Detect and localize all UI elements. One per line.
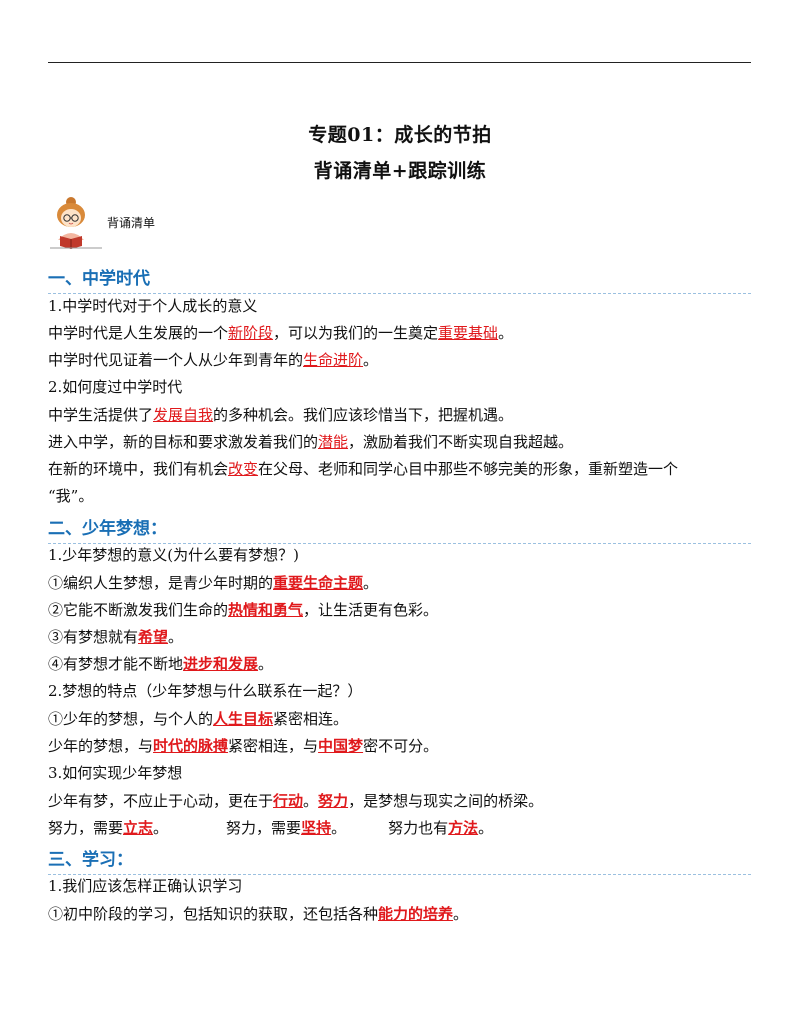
text-line: 中学时代是人生发展的一个新阶段，可以为我们的一生奠定重要基础。 <box>48 323 513 343</box>
key-term: 生命进阶 <box>303 351 364 369</box>
text-line: 少年的梦想，与时代的脉搏紧密相连，与中国梦密不可分。 <box>48 736 438 756</box>
key-term: 努力 <box>318 792 349 810</box>
top-rule <box>48 62 751 63</box>
text-line: ①编织人生梦想，是青少年时期的重要生命主题。 <box>48 573 378 593</box>
text-span: 。 <box>303 792 319 810</box>
text-line: 2.梦想的特点（少年梦想与什么联系在一起？） <box>48 681 362 701</box>
text-span: “我”。 <box>48 487 94 505</box>
key-term: 能力的培养 <box>378 905 454 923</box>
text-line: 1.中学时代对于个人成长的意义 <box>48 296 257 316</box>
text-span: 3.如何实现少年梦想 <box>48 764 183 782</box>
text-line: 3.如何实现少年梦想 <box>48 763 182 783</box>
text-line: “我”。 <box>48 486 93 506</box>
key-term: 坚持 <box>301 819 332 837</box>
text-span: 。 <box>498 324 514 342</box>
text-line: 进入中学，新的目标和要求激发着我们的潜能，激励着我们不断实现自我超越。 <box>48 432 573 452</box>
key-term: 中国梦 <box>318 737 364 755</box>
text-span: 在父母、老师和同学心目中那些不够完美的形象，重新塑造一个 <box>258 460 679 478</box>
text-line: 1.我们应该怎样正确认识学习 <box>48 876 242 896</box>
recitation-list-label: 背诵清单 <box>107 216 156 230</box>
section-heading-learning: 三、学习： <box>48 845 751 875</box>
text-span: 。 <box>168 628 184 646</box>
text-line: 1.少年梦想的意义(为什么要有梦想？) <box>48 545 299 565</box>
text-line: ②它能不断激发我们生命的热情和勇气，让生活更有色彩。 <box>48 600 438 620</box>
text-span: ①编织人生梦想，是青少年时期的 <box>48 574 274 592</box>
key-term: 重要生命主题 <box>273 574 364 592</box>
section-heading-youth-dreams: 二、少年梦想： <box>48 514 751 544</box>
text-span: ，是梦想与现实之间的桥梁。 <box>348 792 544 810</box>
text-span: 少年的梦想，与 <box>48 737 154 755</box>
text-line: 少年有梦，不应止于心动，更在于行动。努力，是梦想与现实之间的桥梁。 <box>48 791 543 811</box>
text-span: 1.少年梦想的意义(为什么要有梦想？) <box>48 546 300 564</box>
key-term: 发展自我 <box>153 406 214 424</box>
text-span: 1.中学时代对于个人成长的意义 <box>48 297 258 315</box>
text-span: ①少年的梦想，与个人的 <box>48 710 214 728</box>
text-span: 。 <box>331 819 347 837</box>
text-span: 紧密相连，与 <box>228 737 319 755</box>
key-term: 立志 <box>123 819 154 837</box>
text-span: 1.我们应该怎样正确认识学习 <box>48 877 243 895</box>
text-span: 。 <box>363 574 379 592</box>
key-term: 潜能 <box>318 433 349 451</box>
text-line: ③有梦想就有希望。 <box>48 627 183 647</box>
key-term: 进步和发展 <box>183 655 259 673</box>
text-span: ，可以为我们的一生奠定 <box>273 324 439 342</box>
key-term: 改变 <box>228 460 259 478</box>
text-span: 中学时代见证着一个人从少年到青年的 <box>48 351 304 369</box>
text-span: 紧密相连。 <box>273 710 349 728</box>
page-title: 专题01：成长的节拍 <box>308 124 492 146</box>
text-span: ④有梦想才能不断地 <box>48 655 184 673</box>
text-span: 2.如何度过中学时代 <box>48 378 183 396</box>
key-term: 重要基础 <box>438 324 499 342</box>
text-span: ，激励着我们不断实现自我超越。 <box>348 433 574 451</box>
key-term: 方法 <box>448 819 479 837</box>
text-span: 进入中学，新的目标和要求激发着我们的 <box>48 433 319 451</box>
text-line: ①初中阶段的学习，包括知识的获取，还包括各种能力的培养。 <box>48 904 468 924</box>
page-subtitle: 背诵清单+跟踪训练 <box>313 160 487 182</box>
key-term: 行动 <box>273 792 304 810</box>
text-span: 。 <box>363 351 379 369</box>
key-term: 热情和勇气 <box>228 601 304 619</box>
text-span: 的多种机会。我们应该珍惜当下，把握机遇。 <box>213 406 514 424</box>
text-line: ①少年的梦想，与个人的人生目标紧密相连。 <box>48 709 348 729</box>
text-span: 努力，需要 <box>226 819 302 837</box>
girl-reading-icon <box>48 196 104 250</box>
text-span: 2.梦想的特点（少年梦想与什么联系在一起？） <box>48 682 363 700</box>
text-span: 。 <box>478 819 494 837</box>
key-term: 新阶段 <box>228 324 274 342</box>
text-line: 中学生活提供了发展自我的多种机会。我们应该珍惜当下，把握机遇。 <box>48 405 513 425</box>
key-term: 希望 <box>138 628 169 646</box>
text-span: ②它能不断激发我们生命的 <box>48 601 229 619</box>
text-span: 。 <box>453 905 469 923</box>
text-span: 少年有梦，不应止于心动，更在于 <box>48 792 274 810</box>
section-heading-middle-school: 一、中学时代 <box>48 264 751 294</box>
text-span: ①初中阶段的学习，包括知识的获取，还包括各种 <box>48 905 379 923</box>
text-span: 努力，需要 <box>48 819 124 837</box>
text-span: ③有梦想就有 <box>48 628 139 646</box>
key-term: 人生目标 <box>213 710 274 728</box>
text-line: 2.如何度过中学时代 <box>48 377 182 397</box>
text-span: 。 <box>258 655 274 673</box>
text-line: 努力，需要立志。努力，需要坚持。努力也有方法。 <box>48 818 493 838</box>
text-line: 中学时代见证着一个人从少年到青年的生命进阶。 <box>48 350 378 370</box>
text-span: 中学时代是人生发展的一个 <box>48 324 229 342</box>
key-term: 时代的脉搏 <box>153 737 229 755</box>
text-span: 密不可分。 <box>363 737 439 755</box>
text-span: 。 <box>153 819 169 837</box>
text-span: 中学生活提供了 <box>48 406 154 424</box>
text-span: 在新的环境中，我们有机会 <box>48 460 229 478</box>
text-line: ④有梦想才能不断地进步和发展。 <box>48 654 273 674</box>
text-span: 努力也有 <box>388 819 449 837</box>
text-line: 在新的环境中，我们有机会改变在父母、老师和同学心目中那些不够完美的形象，重新塑造… <box>48 459 678 479</box>
text-span: ，让生活更有色彩。 <box>303 601 439 619</box>
